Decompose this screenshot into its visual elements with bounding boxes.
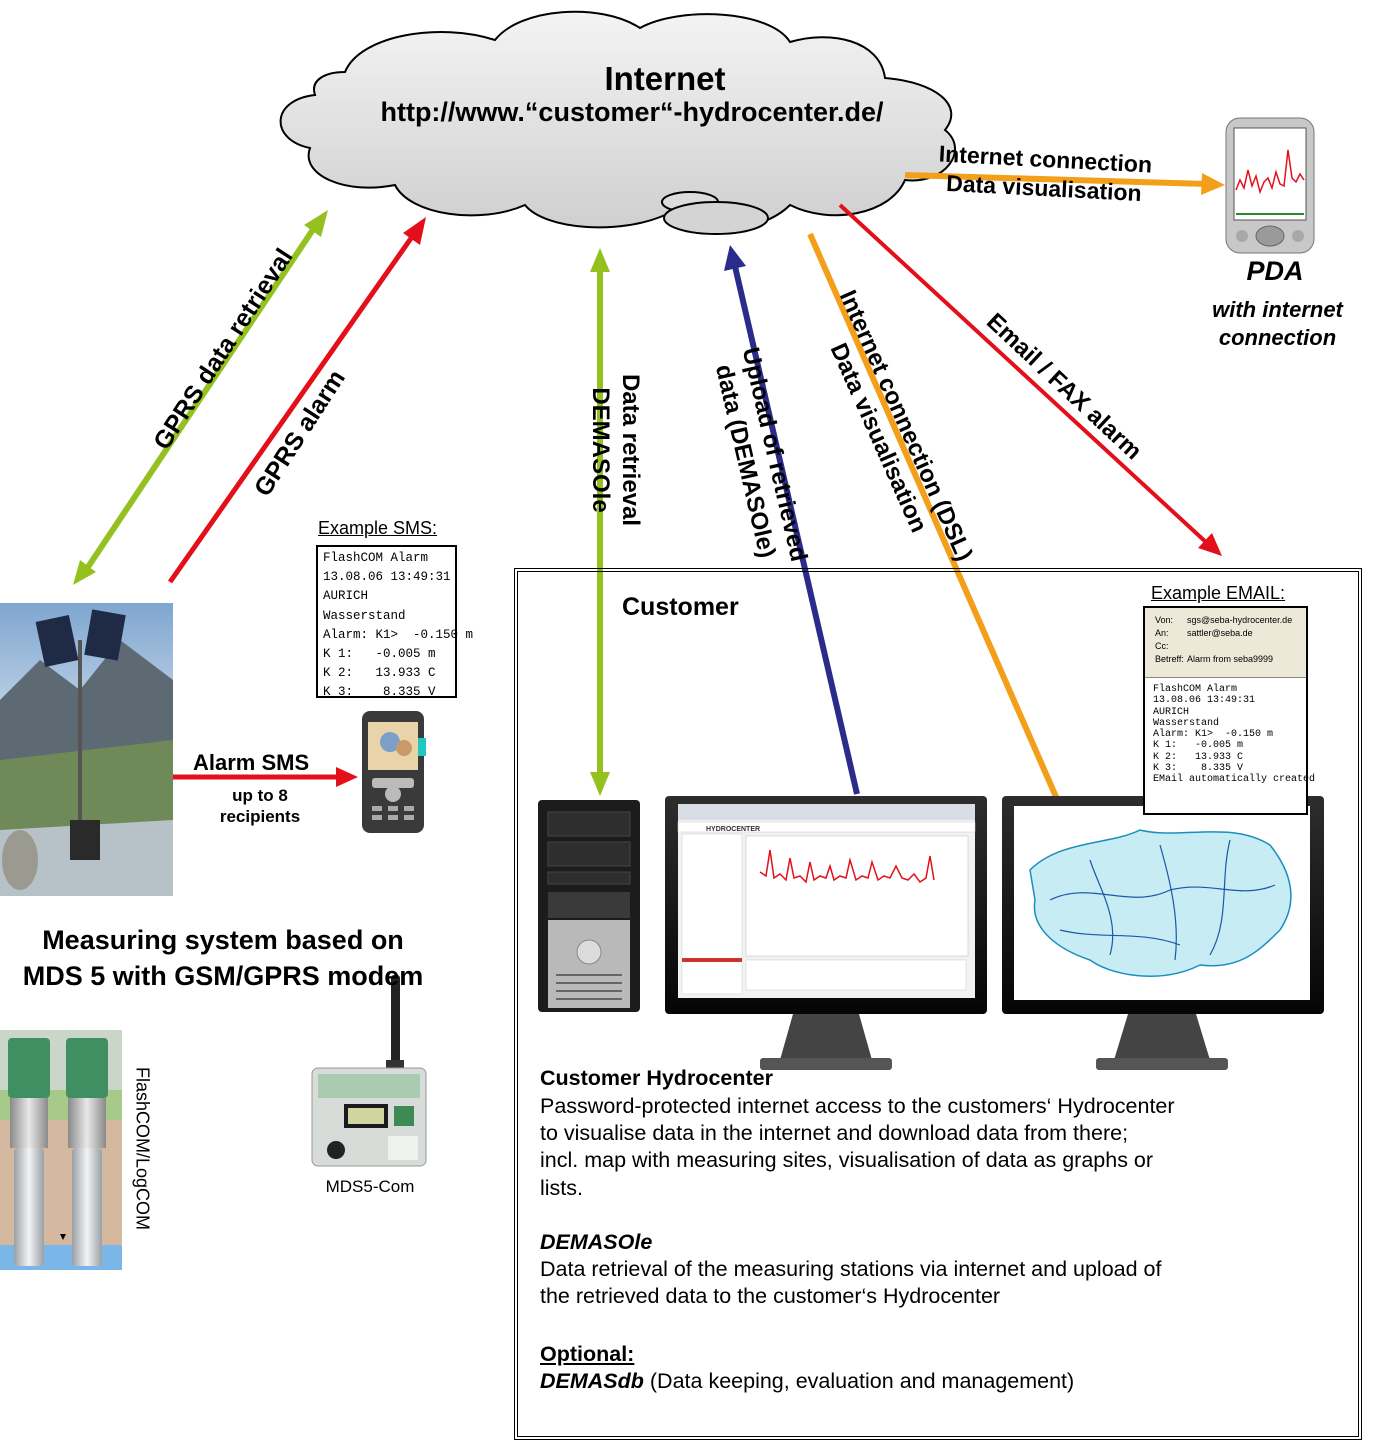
- label-sms-recipients: up to 8 recipients: [210, 785, 310, 827]
- demasdb-text: (Data keeping, evaluation and management…: [643, 1369, 1075, 1393]
- email-caption: Example EMAIL:: [1151, 583, 1286, 603]
- flashcom-logcom-label: FlashCOM/LogCOM: [132, 1066, 153, 1231]
- hydrocenter-text-line: lists.: [540, 1175, 583, 1200]
- sms-line: Wasserstand: [323, 608, 406, 623]
- label-data-retrieval-line2: DEMASOle: [587, 387, 615, 513]
- internet-cloud: [279, 10, 956, 235]
- email-line: K 2: 13.933 C: [1153, 751, 1244, 763]
- arrow-upload: [724, 245, 860, 795]
- customer-box: [514, 568, 1362, 1440]
- customer-title: Customer: [622, 593, 739, 621]
- email-line: 13.08.06 13:49:31: [1153, 695, 1256, 707]
- hydrocenter-text-line: Password-protected internet access to th…: [540, 1094, 1175, 1118]
- measuring-title-line1: Measuring system based on: [42, 925, 404, 955]
- measuring-system-title: Measuring system based on MDS 5 with GSM…: [0, 922, 458, 994]
- optional-heading: Optional:: [540, 1342, 635, 1366]
- sms-line: AURICH: [323, 589, 369, 604]
- email-line: EMail automatically created: [1153, 774, 1316, 786]
- tower-computer-image: [538, 800, 640, 1012]
- email-line: K 3: 8.335 V: [1153, 763, 1244, 775]
- arrow-data-retrieval: [590, 248, 610, 796]
- demasole-description: Data retrieval of the measuring stations…: [540, 1256, 1161, 1310]
- label-sms-recipients-line1: up to 8: [232, 786, 288, 805]
- sms-line: 13.08.06 13:49:31: [323, 570, 451, 585]
- hydrocenter-text-line: to visualise data in the internet and do…: [540, 1121, 1129, 1146]
- hydrocenter-heading: Customer Hydrocenter: [540, 1066, 773, 1090]
- label-sms-recipients-line2: recipients: [219, 807, 301, 826]
- measuring-title-line2: MDS 5 with GSM/GPRS modem: [22, 961, 424, 991]
- pda-title: PDA: [1246, 256, 1304, 286]
- arrow-pda: [904, 172, 1225, 195]
- demasole-heading: DEMASOle: [540, 1230, 653, 1254]
- monitor-hydrocenter: [665, 796, 987, 1070]
- mds5-com-device-image: [311, 975, 427, 1167]
- hydrocenter-description: Password-protected internet access to th…: [540, 1093, 1175, 1202]
- email-line: AURICH: [1153, 706, 1190, 718]
- email-header-value: sattler@seba.de: [1187, 628, 1253, 638]
- demasole-text-line: the retrieved data to the customer‘s Hyd…: [540, 1284, 1001, 1309]
- demasole-text-line: Data retrieval of the measuring stations…: [540, 1257, 1162, 1281]
- label-data-retrieval: Data retrieval DEMASOle: [585, 374, 645, 526]
- hydrocenter-text-line: incl. map with measuring sites, visualis…: [540, 1148, 1154, 1173]
- sms-caption: Example SMS:: [318, 518, 438, 538]
- email-header-key: An:: [1155, 628, 1169, 638]
- sms-example-box: FlashCOM Alarm 13.08.06 13:49:31 AURICH …: [316, 545, 474, 699]
- pda-subtitle: with internet connection: [1190, 296, 1365, 352]
- measuring-station-photo: [0, 603, 173, 896]
- mobile-phone-image: [362, 711, 426, 833]
- sms-line: K 2: 13.933 C: [323, 666, 436, 681]
- flashcom-logcom-photo: [0, 1030, 122, 1270]
- sms-line: Alarm: K1> -0.150 m: [323, 627, 474, 642]
- pda-subtitle-line1: with internet: [1212, 297, 1343, 322]
- label-pda-connection: Internet connection Data visualisation: [937, 139, 1153, 208]
- email-line: FlashCOM Alarm: [1153, 684, 1238, 695]
- email-line: K 1: -0.005 m: [1153, 740, 1244, 752]
- sms-line: K 3: 8.335 V: [323, 685, 436, 700]
- email-header-key: Betreff:: [1155, 654, 1184, 664]
- sms-line: FlashCOM Alarm: [323, 551, 429, 565]
- email-header-value: sgs@seba-hydrocenter.de: [1187, 615, 1293, 625]
- demasdb-name: DEMASdb: [540, 1369, 644, 1393]
- demasdb-line: DEMASdb (Data keeping, evaluation and ma…: [540, 1369, 1074, 1394]
- email-example-box: Von: sgs@seba-hydrocenter.de An: sattler@s…: [1143, 606, 1316, 815]
- internet-url: http://www.“customer“-hydrocenter.de/: [380, 97, 884, 127]
- arrow-email-fax: [838, 203, 1222, 556]
- email-header-key: Cc:: [1155, 641, 1169, 651]
- arrow-gprs-data-retrieval: [73, 210, 328, 585]
- monitor-map: [1002, 796, 1324, 1070]
- email-header-key: Von:: [1155, 615, 1174, 625]
- email-body: FlashCOM Alarm 13.08.06 13:49:31 AURICH …: [1145, 678, 1316, 786]
- internet-title: Internet: [604, 60, 726, 97]
- sms-line: K 1: -0.005 m: [323, 647, 436, 662]
- email-line: Alarm: K1> -0.150 m: [1153, 729, 1274, 741]
- label-alarm-sms: Alarm SMS: [193, 750, 310, 775]
- arrow-alarm-sms: [170, 767, 358, 787]
- email-header-value: Alarm from seba9999: [1187, 654, 1274, 664]
- screen-brand: HYDROCENTER: [706, 826, 761, 833]
- pda-subtitle-line2: connection: [1218, 325, 1337, 350]
- pda-device-image: [1225, 117, 1315, 254]
- email-line: Wasserstand: [1153, 717, 1220, 729]
- arrow-gprs-alarm: [167, 217, 426, 584]
- email-header: Von: sgs@seba-hydrocenter.de An: sattler@s…: [1145, 608, 1306, 678]
- mds5-com-label: MDS5-Com: [325, 1177, 415, 1196]
- label-data-retrieval-line1: Data retrieval: [617, 373, 645, 527]
